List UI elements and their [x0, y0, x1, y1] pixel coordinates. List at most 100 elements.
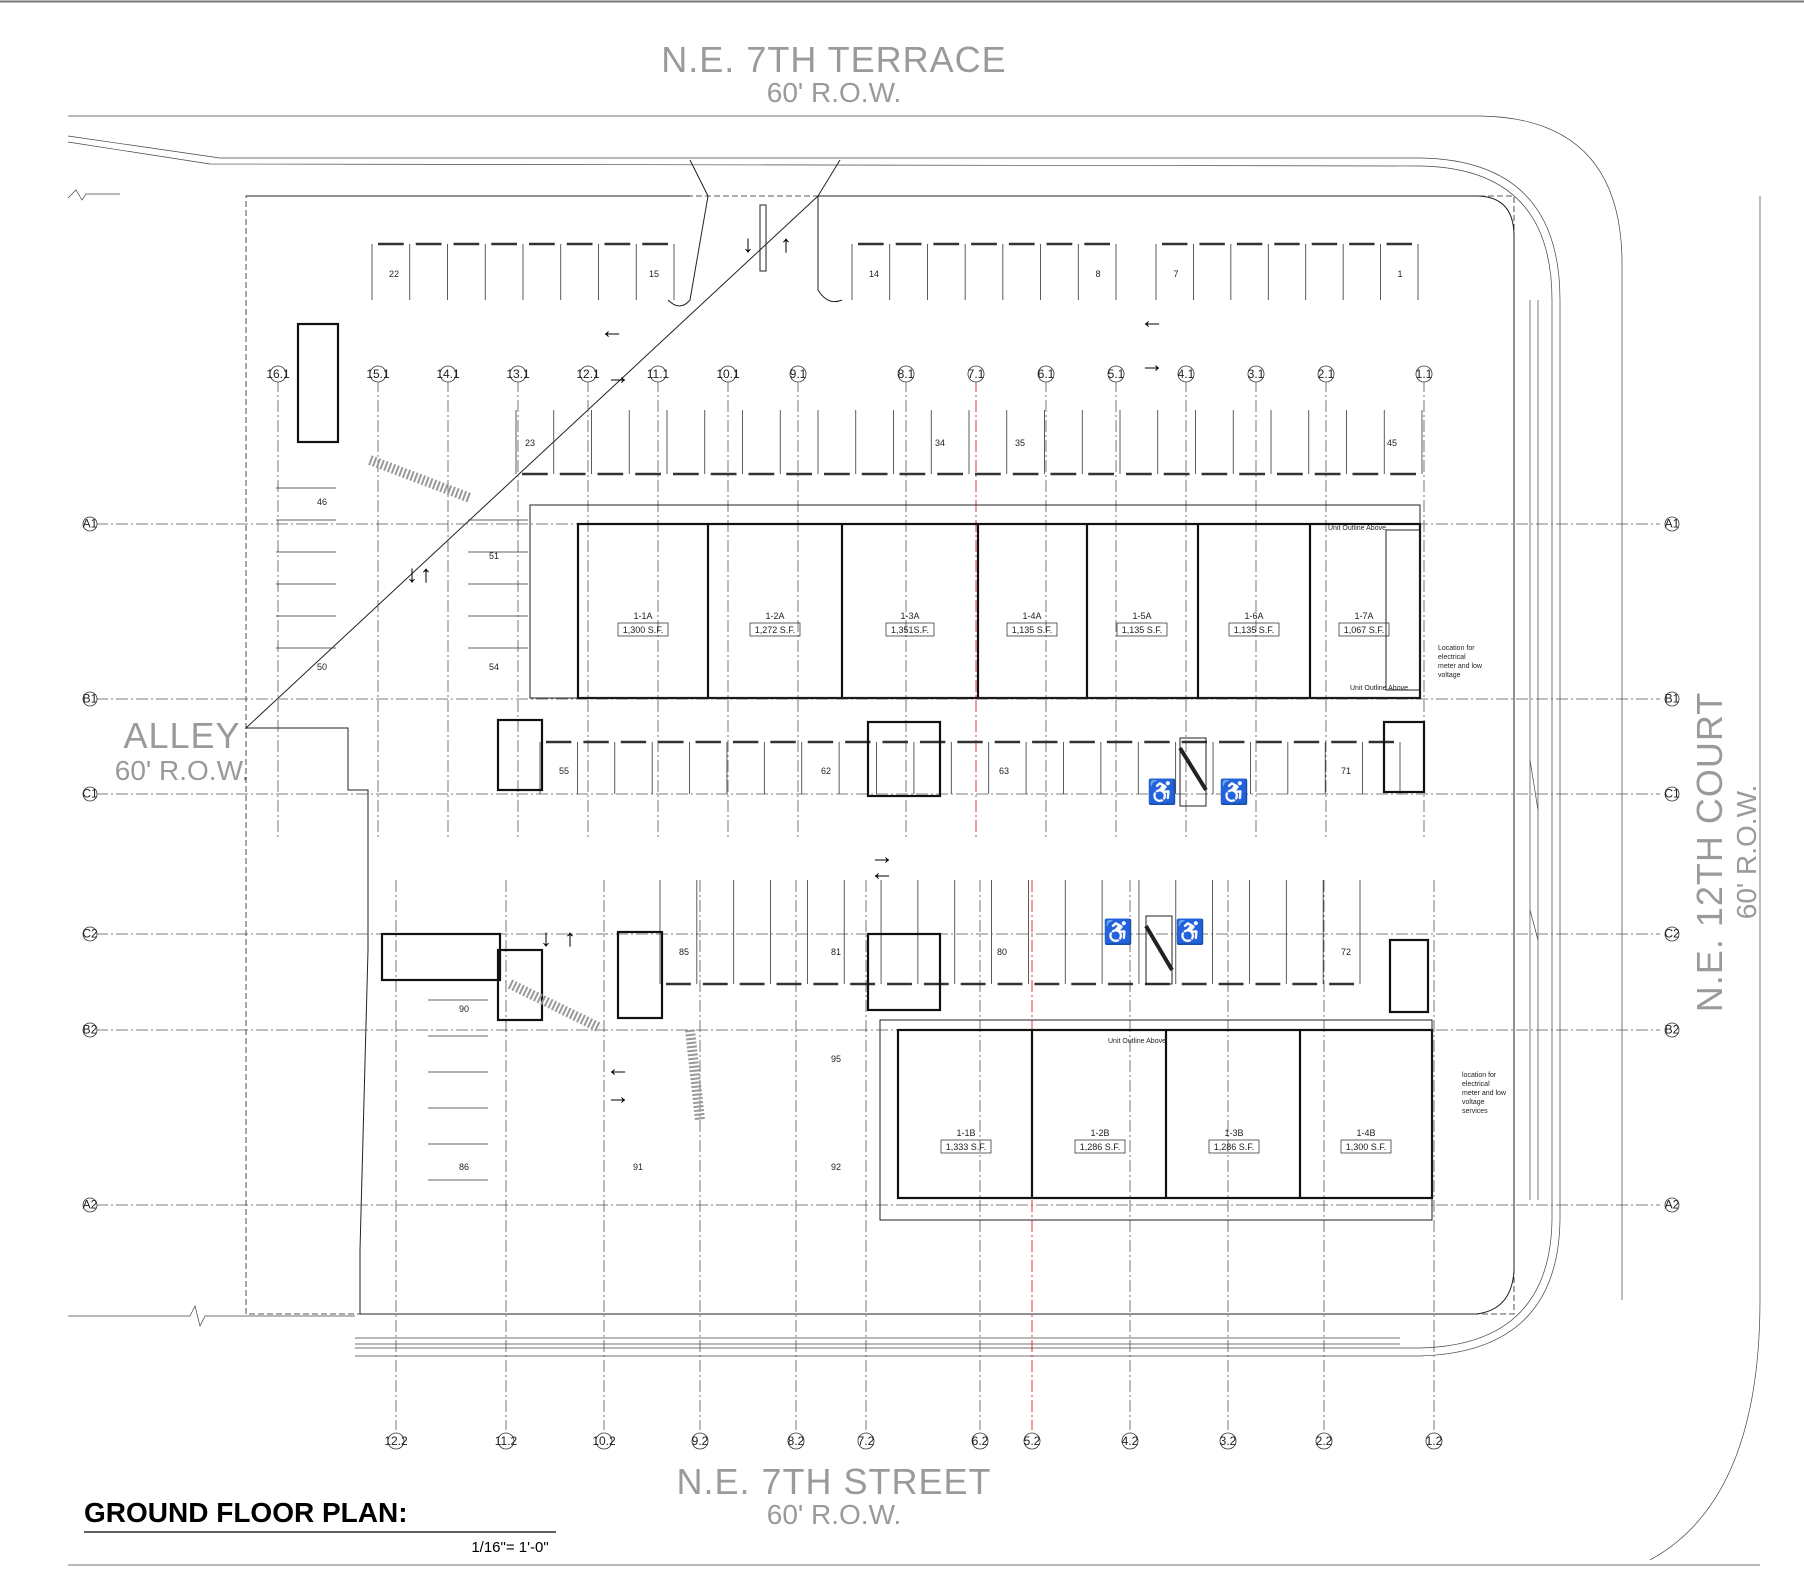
meter-note-line: electrical — [1462, 1081, 1490, 1088]
grid-column-label: 1.1 — [1416, 367, 1433, 381]
north-units: 1-1A 1,300 S.F. 1-2A 1,272 S.F. 1-3A 1,3… — [617, 611, 1390, 637]
unit-area: 1,333 S.F. — [946, 1142, 987, 1152]
grid-row-bubble: A1 — [82, 517, 98, 532]
grid-column-label: 6.1 — [1038, 367, 1055, 381]
unit-name: 1-3A — [900, 611, 919, 621]
unit-outline-note: Unit Outline Above — [1328, 525, 1386, 532]
grid-column-bubble: 7.1 — [967, 365, 985, 383]
grid-column-label: 16.1 — [266, 367, 290, 381]
grid-column-bubble: 1.2 — [1425, 1432, 1443, 1450]
grid-column-bubble: 12.2 — [384, 1432, 408, 1450]
accessible-aisles: ♿ ♿ ♿ ♿ — [1103, 737, 1249, 985]
grid-column-label: 4.2 — [1122, 1434, 1139, 1448]
grid-column-bubble: 5.1 — [1107, 365, 1125, 383]
unit-1-7a: 1-7A 1,067 S.F. — [1338, 611, 1390, 637]
grid-column-bubble: 2.1 — [1317, 365, 1335, 383]
space-number: 22 — [389, 269, 399, 279]
up-arrow-icon: ↑ — [780, 231, 792, 258]
left-arrow-icon: ← — [606, 1055, 630, 1082]
grid-column-label: 3.1 — [1248, 367, 1265, 381]
grid-row-bubble: A2 — [1664, 1198, 1680, 1213]
unit-1-1b: 1-1B 1,333 S.F. — [940, 1128, 992, 1154]
grid-column-bubble: 8.2 — [787, 1432, 805, 1450]
grid-column-label: 12.1 — [576, 367, 600, 381]
right-arrow-icon: → — [870, 843, 894, 870]
grid-column-label: 2.2 — [1316, 1434, 1333, 1448]
grid-column-label: 13.1 — [506, 367, 530, 381]
grid-row-label: B1 — [1665, 692, 1680, 706]
grid-column-label: 1.2 — [1426, 1434, 1443, 1448]
accessible-parking-icon: ♿ — [1147, 778, 1177, 806]
grid-row-label: A2 — [83, 1198, 98, 1212]
unit-name: 1-3B — [1224, 1128, 1243, 1138]
right-arrow-icon: → — [606, 363, 630, 390]
accessible-parking-icon: ♿ — [1219, 778, 1249, 806]
up-arrow-icon: ↑ — [564, 925, 576, 952]
grid-column-bubble: 9.1 — [789, 365, 807, 383]
meter-note-line: location for — [1462, 1072, 1497, 1079]
space-number: 63 — [999, 766, 1009, 776]
parking-stalls — [276, 242, 1423, 1181]
grid-column-bubble: 8.1 — [897, 365, 915, 383]
grid-column-bubble: 13.1 — [506, 365, 530, 383]
grid-column-label: 14.1 — [436, 367, 460, 381]
space-number: 81 — [831, 947, 841, 957]
grid-column-label: 5.1 — [1108, 367, 1125, 381]
unit-area: 1,286 S.F. — [1214, 1142, 1255, 1152]
south-units: 1-1B 1,333 S.F. 1-2B 1,286 S.F. 1-3B 1,2… — [940, 1128, 1392, 1154]
grid-column-label: 7.2 — [858, 1434, 875, 1448]
space-number: 55 — [559, 766, 569, 776]
plan-scale: 1/16"= 1'-0" — [471, 1539, 548, 1556]
meter-note-line: meter and low — [1438, 663, 1483, 670]
grid-row-label: C2 — [82, 927, 98, 941]
unit-name: 1-1A — [633, 611, 652, 621]
up-arrow-icon: ↑ — [420, 561, 432, 588]
unit-name: 1-1B — [956, 1128, 975, 1138]
unit-1-4a: 1-4A 1,135 S.F. — [1006, 611, 1058, 637]
north-street-name: N.E. 7TH TERRACE — [661, 39, 1006, 80]
accessible-parking-icon: ♿ — [1175, 918, 1205, 946]
east-street-row: 60' R.O.W. — [1731, 785, 1762, 920]
down-arrow-icon: ↓ — [406, 561, 418, 588]
unit-area: 1,300 S.F. — [1346, 1142, 1387, 1152]
space-number: 71 — [1341, 766, 1351, 776]
unit-1-2b: 1-2B 1,286 S.F. — [1074, 1128, 1126, 1154]
grid-column-bubble: 1.1 — [1415, 365, 1433, 383]
unit-name: 1-7A — [1354, 611, 1373, 621]
grid-column-bubble: 10.2 — [592, 1432, 616, 1450]
grid-row-label: A2 — [1665, 1198, 1680, 1212]
space-number: 91 — [633, 1162, 643, 1172]
grid-column-bubble: 7.2 — [857, 1432, 875, 1450]
space-number: 7 — [1173, 269, 1178, 279]
space-number: 51 — [489, 551, 499, 561]
grid-column-bubble: 3.1 — [1247, 365, 1265, 383]
grid-column-label: 11.2 — [495, 1434, 518, 1448]
grid-row-bubble: C2 — [82, 927, 98, 942]
grid-row-bubble: C2 — [1664, 927, 1680, 942]
unit-1-6a: 1-6A 1,135 S.F. — [1228, 611, 1280, 637]
grid-column-label: 8.1 — [898, 367, 915, 381]
north-building — [529, 504, 1422, 700]
grid-column-label: 15.1 — [366, 367, 390, 381]
grid-row-bubble: B2 — [82, 1023, 98, 1038]
unit-area: 1,300 S.F. — [623, 625, 664, 635]
south-building — [879, 1019, 1434, 1221]
grid-column-bubble: 6.2 — [971, 1432, 989, 1450]
unit-1-4b: 1-4B 1,300 S.F. — [1340, 1128, 1392, 1154]
unit-outline-note: Unit Outline Above — [1108, 1038, 1166, 1045]
grid-row-bubble: B1 — [82, 692, 98, 707]
grid-column-label: 9.1 — [790, 367, 807, 381]
column-grid-lines — [96, 380, 1660, 1430]
grid-column-bubble: 14.1 — [436, 365, 460, 383]
accessible-parking-icon: ♿ — [1103, 918, 1133, 946]
space-number: 50 — [317, 662, 327, 672]
meter-note-line: voltage — [1438, 672, 1461, 679]
unit-area: 1,135 S.F. — [1122, 625, 1163, 635]
unit-name: 1-4B — [1356, 1128, 1375, 1138]
unit-area: 1,135 S.F. — [1012, 625, 1053, 635]
unit-1-3a: 1-3A 1,351S.F. — [885, 611, 935, 637]
grid-column-label: 10.2 — [592, 1434, 616, 1448]
space-number: 95 — [831, 1054, 841, 1064]
unit-area: 1,067 S.F. — [1344, 625, 1385, 635]
unit-name: 1-2B — [1090, 1128, 1109, 1138]
